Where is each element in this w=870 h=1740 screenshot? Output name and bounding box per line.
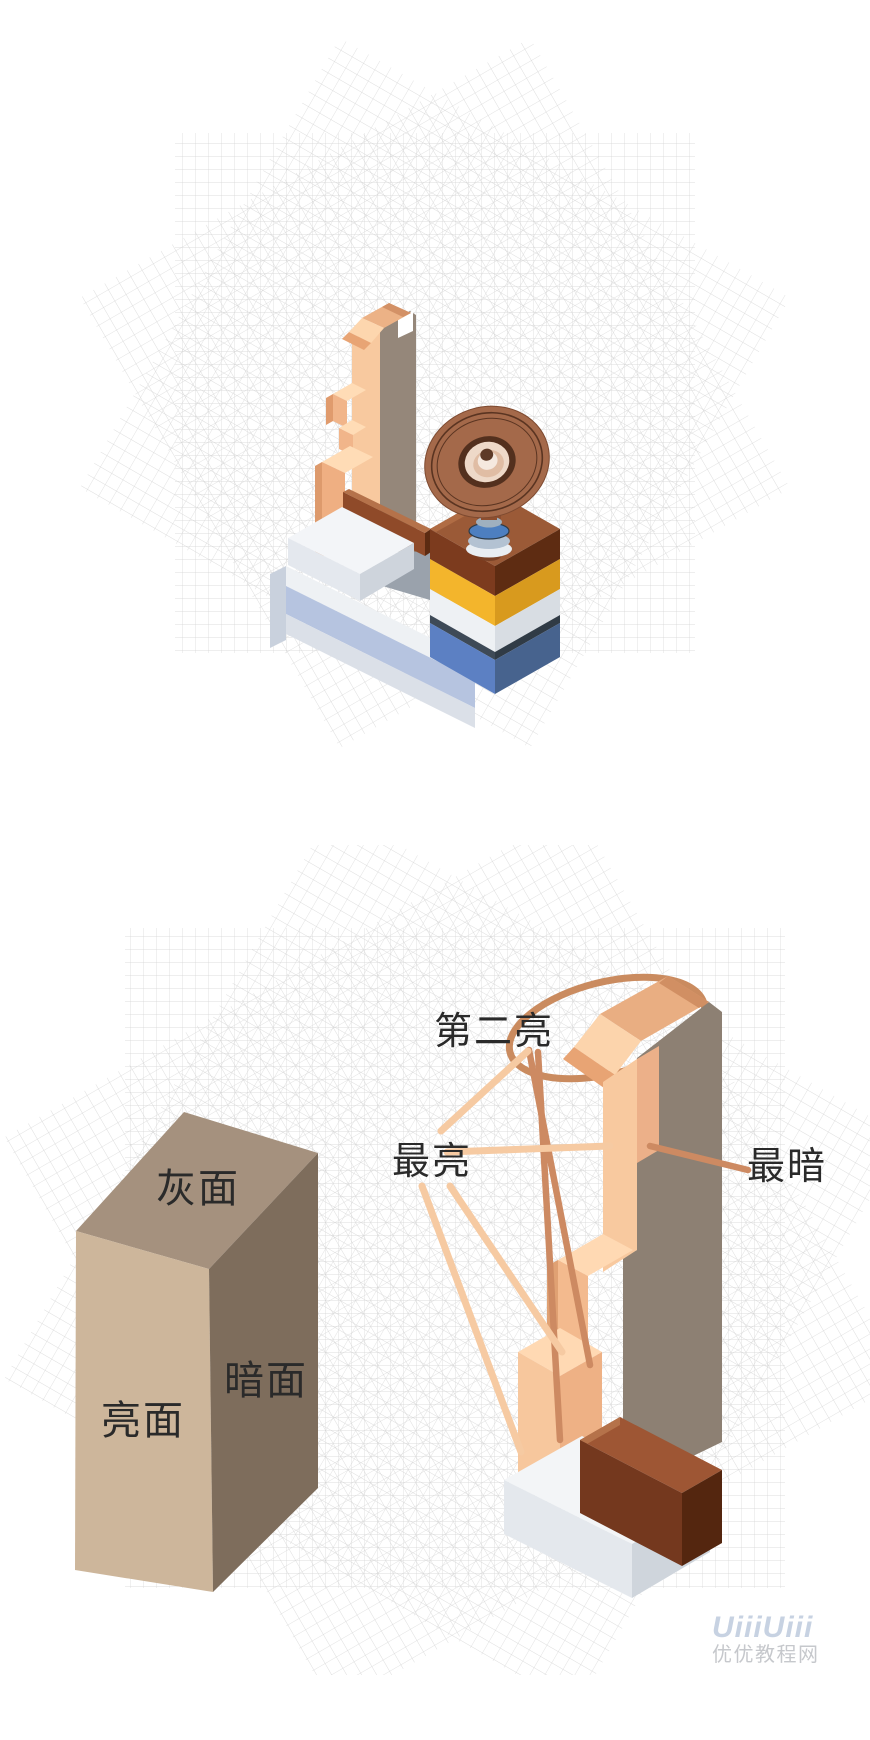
cube-dark-face (209, 1153, 318, 1592)
tower-small (315, 303, 416, 556)
brown-box-large (580, 1417, 722, 1566)
callout-lines-salmon (525, 1046, 752, 1444)
cube-top-face (76, 1112, 318, 1269)
isometric-grid-star-top (79, 37, 791, 749)
platform-layers (270, 566, 475, 728)
speaker-disc (424, 405, 550, 519)
cube-dark-face-label: 暗面 (224, 1359, 308, 1403)
cube-light-face-label: 亮面 (101, 1399, 185, 1443)
second-brightest-label: 第二亮 (434, 1011, 554, 1053)
brightest-label: 最亮 (392, 1141, 472, 1183)
watermark-site: 优优教程网 (712, 1643, 820, 1666)
disc-pedestal (466, 494, 512, 561)
cube-gray-face-label: 灰面 (156, 1167, 240, 1211)
tower-large: 第二亮 最亮 最暗 (392, 973, 827, 1598)
cube-light-face (75, 1231, 213, 1592)
watermark-logo: UiiiUiii (712, 1611, 813, 1644)
white-base-small (288, 507, 414, 601)
value-cube: 灰面 亮面 暗面 (75, 1112, 318, 1592)
callout-lines-peach (418, 1047, 614, 1456)
darkest-label: 最暗 (747, 1146, 827, 1188)
machine-illustration (270, 303, 560, 728)
watermark: UiiiUiii 优优教程网 (712, 1611, 820, 1666)
